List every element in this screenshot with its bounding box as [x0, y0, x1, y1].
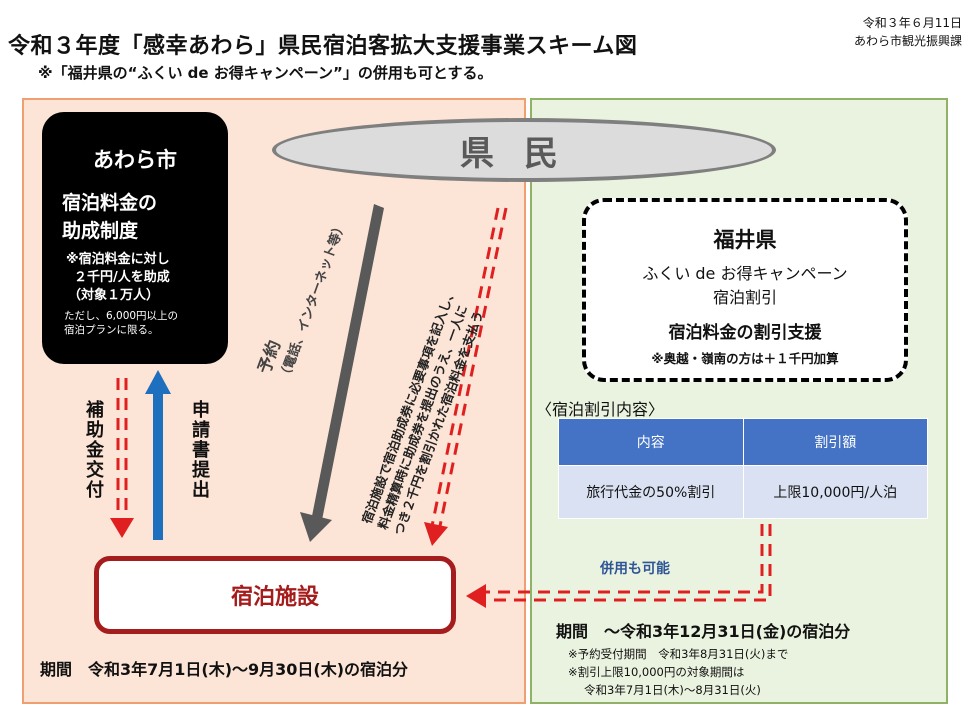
city-line1: 宿泊料金の — [62, 192, 158, 214]
city-note3: （対象１万人） — [68, 288, 160, 303]
discount-cell-content: 旅行代金の50%割引 — [558, 465, 744, 519]
city-line2: 助成制度 — [62, 220, 139, 242]
facility-box: 宿泊施設 — [94, 556, 456, 634]
discount-heading: 〈宿泊割引内容〉 — [536, 400, 665, 419]
city-small2: 宿泊プランに限る。 — [64, 324, 159, 336]
apply-label: 申請書提出 — [189, 400, 210, 500]
fukui-line3: 宿泊料金の割引支援 — [668, 323, 822, 343]
subsidy-label: 補助金交付 — [83, 400, 104, 500]
discount-header-amount: 割引額 — [742, 418, 928, 466]
fukui-line4: ※奥越・嶺南の方は＋１千円加算 — [651, 351, 839, 366]
period-right: 期間 ～令和3年12月31日(金)の宿泊分 — [556, 622, 851, 641]
page-subtitle: ※「福井県の“ふくい de お得キャンペーン”」の併用も可とする。 — [38, 64, 493, 82]
date-block: 令和３年６月11日 あわら市観光振興課 — [854, 14, 962, 50]
table-row: 旅行代金の50%割引 上限10,000円/人泊 — [558, 465, 928, 519]
period-note3: 令和3年7月1日(木)～8月31日(火) — [584, 683, 761, 697]
fukui-box: 福井県 ふくい de お得キャンペーン 宿泊割引 宿泊料金の割引支援 ※奥越・嶺… — [582, 198, 908, 382]
discount-table: 内容 割引額 旅行代金の50%割引 上限10,000円/人泊 — [558, 418, 928, 519]
period-note2: ※割引上限10,000円の対象期間は — [568, 665, 745, 679]
issue-date: 令和３年６月11日 — [862, 16, 962, 30]
department: あわら市観光振興課 — [853, 34, 962, 48]
combo-arrow — [466, 524, 772, 608]
awara-city-box: あわら市 宿泊料金の 助成制度 ※宿泊料金に対し ２千円/人を助成 （対象１万人… — [42, 112, 228, 364]
subsidy-arrow — [110, 378, 134, 538]
fukui-line2: 宿泊割引 — [712, 288, 777, 307]
city-name: あわら市 — [93, 148, 177, 172]
reservation-arrow — [300, 204, 384, 542]
period-left: 期間 令和3年7月1日(木)～9月30日(木)の宿泊分 — [40, 660, 409, 679]
discount-header-content: 内容 — [558, 418, 744, 466]
discount-cell-amount: 上限10,000円/人泊 — [742, 465, 928, 519]
city-small1: ただし、6,000円以上の — [64, 310, 179, 322]
citizens-ellipse: 県民 — [272, 118, 776, 182]
city-note1: ※宿泊料金に対し — [66, 252, 170, 267]
page-title: 令和３年度「感幸あわら」県民宿泊客拡大支援事業スキーム図 — [8, 34, 638, 59]
fukui-title: 福井県 — [713, 228, 777, 252]
apply-arrow — [145, 370, 171, 540]
combo-label: 併用も可能 — [600, 561, 670, 577]
city-note2: ２千円/人を助成 — [74, 270, 170, 285]
period-note1: ※予約受付期間 令和3年8月31日(火)まで — [568, 647, 789, 661]
payment-arrow — [424, 207, 508, 546]
fukui-line1: ふくい de お得キャンペーン — [642, 264, 848, 283]
